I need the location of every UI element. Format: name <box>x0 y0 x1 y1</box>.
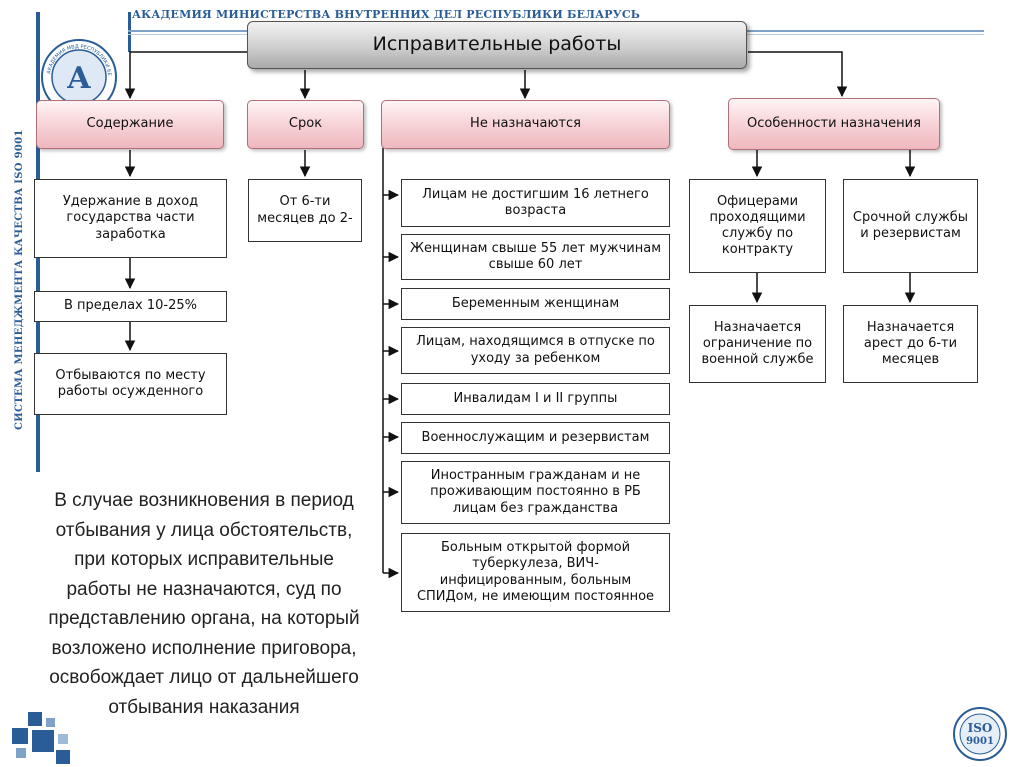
diagram-title: Исправительные работы <box>247 21 747 69</box>
not-assigned-item-5: Инвалидам I и II группы <box>401 383 670 415</box>
logo-letter: А <box>67 61 92 96</box>
not-assigned-item-2: Женщинам свыше 55 лет мужчинам свыше 60 … <box>401 234 670 280</box>
release-note: В случае возникновения в период отбывани… <box>48 490 360 718</box>
header-content: Содержание <box>36 100 224 149</box>
not-assigned-item-1: Лицам не достигшим 16 летнего возраста <box>401 179 670 227</box>
features-conscripts-result: Назначается арест до 6-ти месяцев <box>843 305 978 383</box>
content-item-range: В пределах 10-25% <box>34 291 227 322</box>
not-assigned-item-4: Лицам, находящимся в отпуске по уходу за… <box>401 327 670 374</box>
iso-seal-number: 9001 <box>966 736 994 747</box>
features-conscripts: Срочной службы и резервистам <box>843 179 978 273</box>
not-assigned-item-7: Иностранным гражданам и не проживающим п… <box>401 461 670 524</box>
decorative-squares <box>12 712 70 764</box>
term-item-duration: От 6-ти месяцев до 2- <box>248 179 362 242</box>
header-features: Особенности назначения <box>728 98 940 150</box>
features-officers: Офицерами проходящими службу по контракт… <box>689 179 826 273</box>
template-header-divider <box>128 12 131 52</box>
not-assigned-item-8: Больным открытой формой туберкулеза, ВИЧ… <box>401 533 670 612</box>
content-item-place: Отбываются по месту работы осужденного <box>34 353 227 415</box>
academy-name: АКАДЕМИЯ МИНИСТЕРСТВА ВНУТРЕННИХ ДЕЛ РЕС… <box>132 8 641 21</box>
iso-seal-label: ISO <box>968 721 993 735</box>
header-not-assigned: Не назначаются <box>381 100 670 149</box>
not-assigned-item-6: Военнослужащим и резервистам <box>401 422 670 454</box>
iso-seal: ISO 9001 <box>953 707 1007 761</box>
not-assigned-item-3: Беременным женщинам <box>401 288 670 320</box>
academy-logo: А 1958 АКАДЕМИЯ МВД РЕСПУБЛИКИ БЕЛАРУСЬ <box>40 38 117 115</box>
content-item-deduction: Удержание в доход государства части зара… <box>34 179 227 258</box>
features-officers-result: Назначается ограничение по военной служб… <box>689 305 826 383</box>
header-term: Срок <box>247 100 364 149</box>
